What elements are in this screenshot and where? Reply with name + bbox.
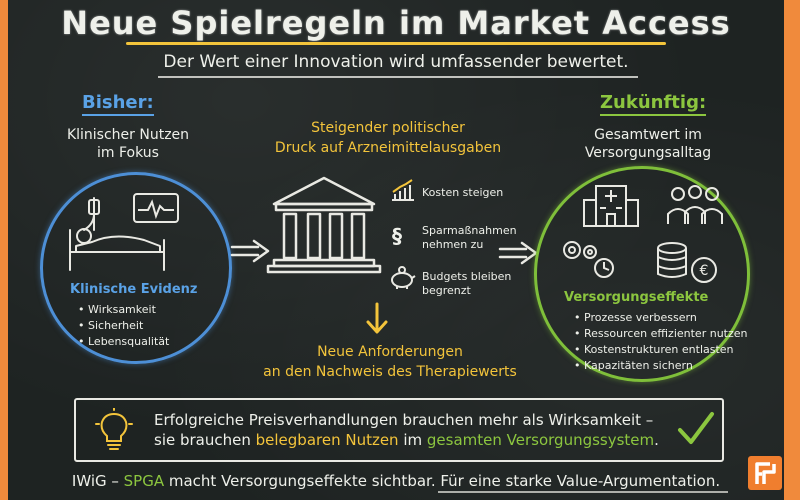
list-item: Wirksamkeit xyxy=(78,302,169,318)
factor-label: Budgets bleiben begrenzt xyxy=(422,270,511,298)
conclusion-text: Erfolgreiche Preisverhandlungen brauchen… xyxy=(154,410,659,450)
conclusion-box xyxy=(74,398,724,462)
brand-logo xyxy=(748,456,782,490)
svg-text:€: € xyxy=(700,263,709,279)
right-circle xyxy=(534,166,750,382)
hospital-bed-icon xyxy=(69,193,179,271)
footer-segment: macht Versorgungseffekte sichtbar. Für e… xyxy=(164,472,721,490)
conclusion-line-2: sie brauchen belegbaren Nutzen im gesamt… xyxy=(154,430,659,450)
left-subheading-line-1: Klinischer Nutzen xyxy=(66,127,190,143)
footer-text: IWiG – SPGA macht Versorgungseffekte sic… xyxy=(8,472,784,490)
list-item: Sicherheit xyxy=(78,318,169,334)
left-heading: Bisher: xyxy=(82,92,154,116)
arrow-right-icon xyxy=(230,239,270,263)
requirement-line-2: an den Nachweis des Therapiewerts xyxy=(263,364,517,380)
middle-heading-line-1: Steigender politischer xyxy=(311,120,465,136)
left-subheading-line-2: im Fokus xyxy=(97,145,159,161)
evidence-list: Wirksamkeit Sicherheit Lebensqualität xyxy=(78,302,169,350)
right-heading: Zukünftig: xyxy=(600,92,707,116)
factor-label-line-2: begrenzt xyxy=(422,284,471,297)
middle-heading-line-2: Druck auf Arzneimittelausgaben xyxy=(274,140,502,156)
factor-label-line-1: Sparmaßnahmen xyxy=(422,224,517,237)
rising-chart-icon xyxy=(392,179,414,201)
conclusion-text-segment: im xyxy=(398,431,427,449)
conclusion-line-1: Erfolgreiche Preisverhandlungen brauchen… xyxy=(154,411,654,429)
list-item: Lebensqualität xyxy=(78,334,169,350)
chalkboard: Neue Spielregeln im Market Access Der We… xyxy=(8,0,784,500)
list-item: Ressourcen effizienter nutzen xyxy=(574,326,748,342)
hospital-icon xyxy=(583,185,639,227)
evidence-title: Klinische Evidenz xyxy=(70,282,198,297)
subtitle-underline xyxy=(158,76,638,78)
list-item: Prozesse verbessern xyxy=(574,310,748,326)
medical-team-icon xyxy=(667,185,723,224)
page-title: Neue Spielregeln im Market Access xyxy=(61,4,731,42)
highlight-benefit: belegbaren Nutzen xyxy=(255,431,399,449)
page-subtitle: Der Wert einer Innovation wird umfassend… xyxy=(163,52,629,72)
left-circle xyxy=(40,172,232,364)
conclusion-text-segment: sie brauchen xyxy=(154,431,256,449)
checkmark-icon xyxy=(678,412,714,444)
right-subheading-line-2: Versorgungsalltag xyxy=(584,145,712,161)
coins-euro-icon: € xyxy=(657,242,717,283)
arrow-down-icon xyxy=(366,302,388,334)
highlight-system: gesamten Versorgungssystem xyxy=(426,431,655,449)
factor-label: Kosten steigen xyxy=(422,186,504,199)
requirement-line-1: Neue Anforderungen xyxy=(317,344,463,360)
left-subheading: Klinischer Nutzen im Fokus xyxy=(28,126,228,162)
gears-icon xyxy=(563,241,614,278)
right-subheading-line-1: Gesamtwert im xyxy=(594,127,702,143)
conclusion-text-segment: . xyxy=(654,431,659,449)
list-item: Kostenstrukturen entlasten xyxy=(574,342,748,358)
effects-list: Prozesse verbessern Ressourcen effizient… xyxy=(574,310,748,374)
factor-label-line-1: Budgets bleiben xyxy=(422,270,512,283)
footer-segment: IWiG – xyxy=(71,472,124,490)
list-item: Kapazitäten sichern xyxy=(574,358,748,374)
lightbulb-icon xyxy=(95,408,133,450)
footer-highlight: SPGA xyxy=(123,472,165,490)
effects-title: Versorgungseffekte xyxy=(564,290,709,305)
right-subheading: Gesamtwert im Versorgungsalltag xyxy=(548,126,748,162)
footer-underline xyxy=(438,491,728,493)
factor-label: Sparmaßnahmen nehmen zu xyxy=(422,224,517,252)
paragraph-icon: § xyxy=(392,224,402,248)
factor-label-line-2: nehmen zu xyxy=(422,238,484,251)
government-building-icon xyxy=(266,176,382,274)
title-underline xyxy=(126,42,666,45)
requirement-text: Neue Anforderungen an den Nachweis des T… xyxy=(240,342,540,382)
middle-heading: Steigender politischer Druck auf Arzneim… xyxy=(258,118,518,158)
piggy-bank-icon xyxy=(391,266,416,289)
